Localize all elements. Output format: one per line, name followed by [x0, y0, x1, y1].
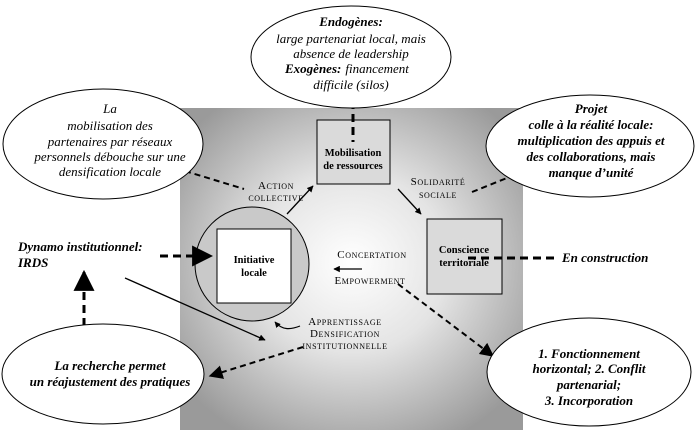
bottom-right-text-line-4: 3. Incorporation — [544, 393, 633, 408]
right-text-line-3: multiplication des appuis et — [518, 133, 665, 148]
dash-right-solidarite — [471, 175, 513, 193]
conscience-box — [426, 218, 503, 295]
top-endogenes-line-1: large partenariat local, mais — [276, 31, 426, 46]
top-exogenes-line-1: Exogènes: financement — [284, 61, 409, 76]
initiative-label-1: Initiative — [234, 255, 275, 266]
apprentissage-label-3: institutionnelle — [302, 340, 387, 352]
dynamo-label-2: IRDS — [17, 255, 48, 270]
left-text-line-5: densification locale — [59, 164, 161, 179]
mobilisation-label-2: de ressources — [323, 161, 382, 172]
right-text-line-2: colle à la réalité locale: — [529, 117, 654, 132]
ellipse-bottom-left — [1, 323, 205, 425]
ellipse-top — [250, 5, 452, 109]
top-exogenes-text-1: financement — [345, 61, 409, 76]
bottom-right-text-line-2: horizontal; 2. Conflit — [532, 361, 645, 376]
apprentissage-label-1: Apprentissage — [308, 316, 382, 328]
bottom-left-text-line-1: La recherche permet — [53, 358, 166, 373]
empowerment-label: Empowerment — [334, 275, 405, 287]
apprentissage-label-2: Densification — [310, 328, 380, 340]
bottom-left-text-line-2: un réajustement des pratiques — [30, 374, 191, 389]
top-exogenes-line-2: difficile (silos) — [313, 77, 388, 92]
left-text-line-1: La — [102, 101, 117, 116]
right-text-line-1: Projet — [575, 101, 608, 116]
ellipse-right — [485, 94, 695, 198]
top-exogenes-label: Exogènes: — [284, 61, 341, 76]
conscience-label-2: territoriale — [439, 258, 489, 269]
left-text-line-2: mobilisation des — [67, 118, 153, 133]
initiative-label-2: locale — [241, 268, 267, 279]
ellipse-left — [2, 88, 204, 200]
conscience-label-1: Conscience — [439, 245, 489, 256]
arrow-dynamo-apprentissage — [124, 277, 266, 341]
bottom-right-text-line-1: 1. Fonctionnement — [538, 346, 640, 361]
top-endogenes-label: Endogènes: — [318, 14, 383, 29]
concertation-label: Concertation — [337, 249, 406, 261]
action-label-2: collective — [248, 192, 303, 204]
solidarite-label-2: sociale — [419, 189, 457, 201]
left-text-line-3: partenaires par réseaux — [47, 134, 173, 149]
arrow-initiative-mobilisation — [286, 185, 314, 215]
dash-left-action — [184, 170, 245, 190]
bottom-right-text-line-3: partenarial; — [556, 377, 621, 392]
left-text-line-4: personnels débouche sur une — [33, 149, 186, 164]
right-text-line-4: des collaborations, mais — [527, 149, 656, 164]
action-label-1: Action — [258, 180, 294, 192]
dash-apprentissage-bottomleft — [208, 346, 304, 379]
mobilisation-label-1: Mobilisation — [325, 148, 382, 159]
construction-label: En construction — [561, 250, 648, 265]
arrow-mobilisation-conscience — [397, 188, 422, 215]
solidarite-label-1: Solidarité — [411, 176, 466, 188]
ellipse-bottom-right — [486, 317, 692, 427]
initiative-box — [216, 228, 292, 304]
dynamo-label-1: Dynamo institutionnel: — [17, 239, 143, 254]
top-endogenes-line-2: absence de leadership — [293, 46, 409, 61]
arrow-apprentissage — [274, 321, 301, 330]
right-text-line-5: manque d’unité — [549, 165, 635, 180]
